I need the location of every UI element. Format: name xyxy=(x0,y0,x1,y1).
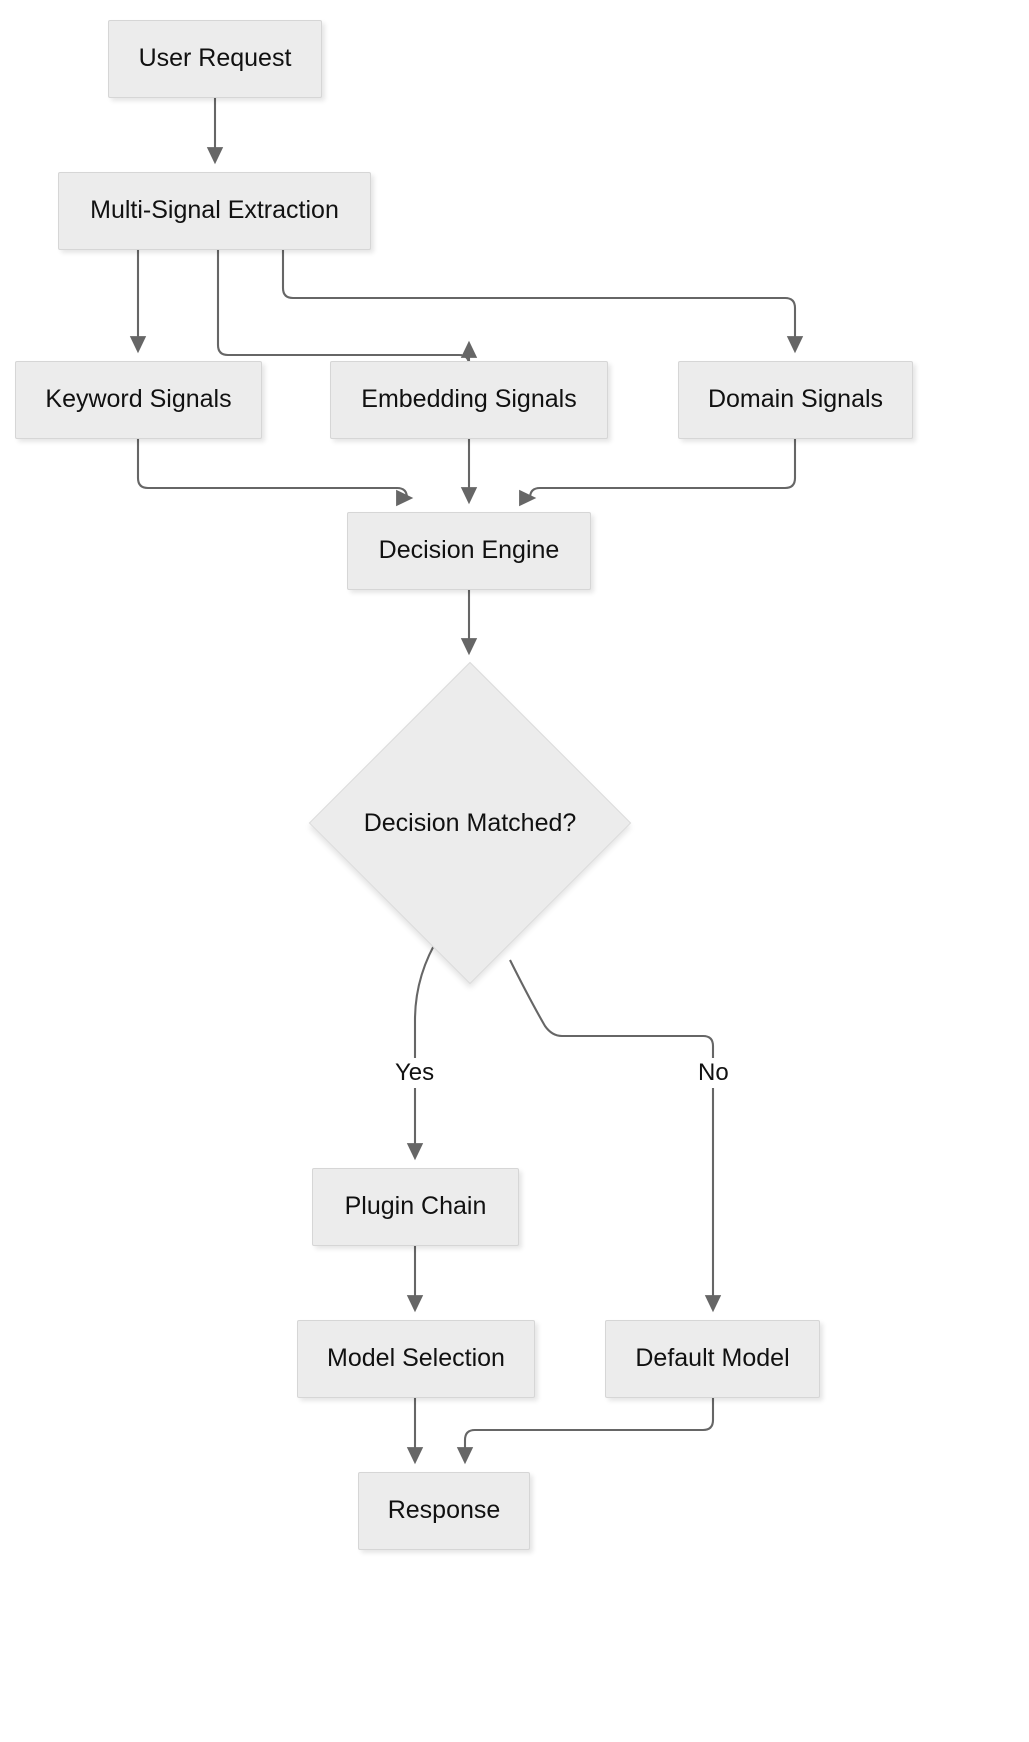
node-decision-engine[interactable]: Decision Engine xyxy=(347,512,591,590)
node-keyword-signals[interactable]: Keyword Signals xyxy=(15,361,262,439)
node-user-request-label: User Request xyxy=(138,44,292,73)
node-embedding-signals[interactable]: Embedding Signals xyxy=(330,361,608,439)
node-user-request[interactable]: User Request xyxy=(108,20,322,98)
node-plugin-chain-label: Plugin Chain xyxy=(344,1192,487,1221)
node-keyword-signals-label: Keyword Signals xyxy=(45,385,232,414)
node-model-selection-label: Model Selection xyxy=(327,1344,505,1373)
edge-multi-signal-to-embedding-signals xyxy=(216,250,478,366)
node-plugin-chain[interactable]: Plugin Chain xyxy=(312,1168,519,1246)
edge-multi-signal-to-domain-signals xyxy=(281,250,804,354)
node-domain-signals-label: Domain Signals xyxy=(707,385,884,414)
node-decision-engine-label: Decision Engine xyxy=(378,536,560,565)
node-multi-signal-extraction-label: Multi-Signal Extraction xyxy=(90,196,339,225)
node-embedding-signals-label: Embedding Signals xyxy=(361,385,577,414)
node-default-model-label: Default Model xyxy=(635,1344,790,1373)
node-model-selection[interactable]: Model Selection xyxy=(297,1320,535,1398)
node-domain-signals[interactable]: Domain Signals xyxy=(678,361,913,439)
edge-label-yes: Yes xyxy=(391,1058,439,1088)
edge-keyword-signals-to-decision-engine xyxy=(136,439,416,505)
edge-label-no: No xyxy=(694,1058,733,1088)
edge-default-model-to-response xyxy=(456,1398,715,1465)
node-decision-matched[interactable]: Decision Matched? xyxy=(308,661,632,985)
node-response[interactable]: Response xyxy=(358,1472,530,1550)
node-default-model[interactable]: Default Model xyxy=(605,1320,820,1398)
edge-decision-matched-to-default-model xyxy=(509,959,722,1313)
edge-domain-signals-to-decision-engine xyxy=(521,439,797,505)
node-decision-matched-label: Decision Matched? xyxy=(363,808,577,837)
node-response-label: Response xyxy=(387,1496,501,1525)
node-multi-signal-extraction[interactable]: Multi-Signal Extraction xyxy=(58,172,371,250)
